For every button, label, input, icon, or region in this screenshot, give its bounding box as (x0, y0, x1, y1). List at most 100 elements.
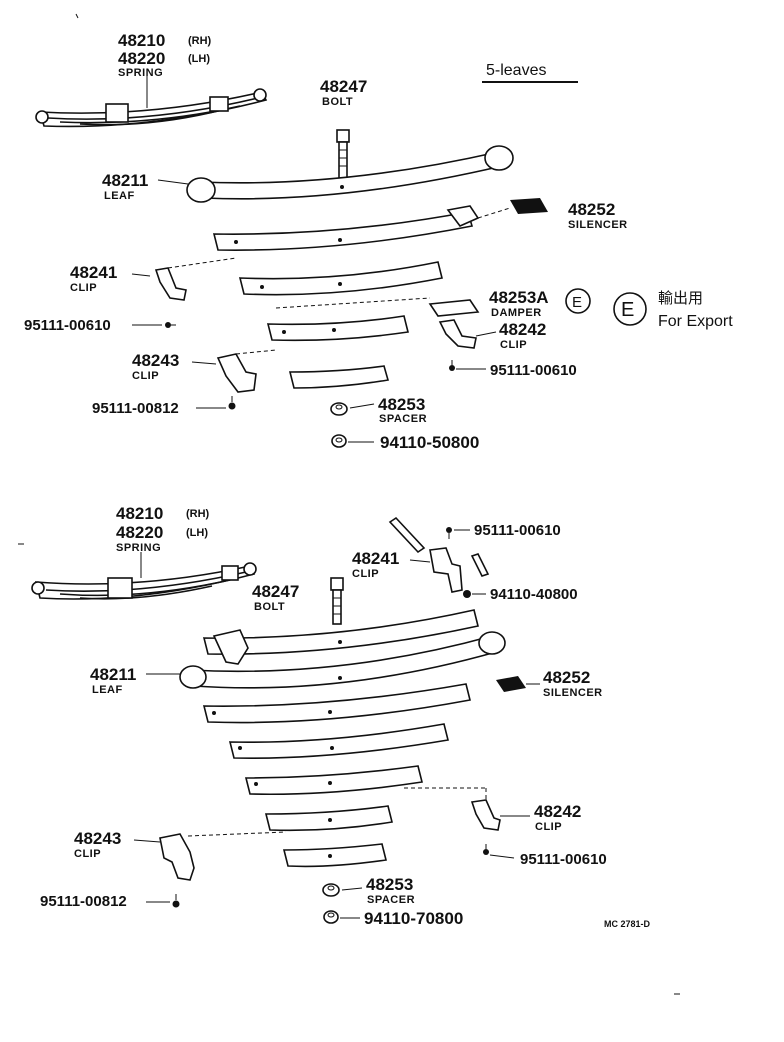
bottom-bolt-name: BOLT (254, 601, 285, 613)
top-nut-icon (331, 434, 347, 448)
bottom-leaf-number: 48211 (90, 665, 136, 684)
bottom-leaf-1-icon (202, 609, 479, 665)
top-silencer-number: 48252 (568, 200, 615, 219)
bottom-pin-icon (470, 553, 490, 577)
top-screw-b-number: 95111-00610 (490, 362, 577, 379)
top-bolt-icon (336, 129, 350, 181)
top-bolt-number: 48247 (320, 77, 367, 96)
bottom-spring-lh-side: (LH) (186, 527, 208, 539)
export-note-japanese: 輸出用 (658, 290, 703, 307)
top-clip-b-number: 48242 (499, 320, 546, 339)
top-silencer-name: SILENCER (568, 219, 628, 231)
top-leaf-2-icon (212, 205, 480, 251)
top-screw-a-number: 95111-00610 (24, 317, 111, 334)
bottom-leaf-5-icon (244, 765, 423, 796)
top-bolt-name: BOLT (322, 96, 353, 108)
top-spacer-number: 48253 (378, 395, 425, 414)
top-clip-c-icon (216, 353, 257, 393)
top-leaf-name: LEAF (104, 190, 135, 202)
bottom-clip-c-number: 48243 (74, 829, 121, 848)
bottom-screw-b-icon (483, 844, 489, 855)
bottom-nut-icon (323, 910, 339, 924)
bottom-clip-a-number: 48241 (352, 549, 399, 568)
top-clip-b-name: CLIP (500, 339, 527, 351)
top-damper-icon (428, 299, 480, 317)
bottom-screw-c-number: 95111-00812 (40, 893, 127, 910)
export-mark-letter: E (621, 299, 634, 321)
bottom-leaf-3-icon (202, 683, 471, 724)
top-leaf-4-icon (266, 315, 409, 342)
bottom-clip-c-name: CLIP (74, 848, 101, 860)
bottom-spacer-number: 48253 (366, 875, 413, 894)
bottom-leaf-name: LEAF (92, 684, 123, 696)
top-clip-c-name: CLIP (132, 370, 159, 382)
top-nut-number: 94110-50800 (380, 433, 479, 452)
top-screw-a-icon (165, 322, 176, 328)
bottom-spring-assembly-icon (31, 552, 257, 600)
export-note-english: For Export (658, 313, 733, 330)
export-note: E 輸出用 For Export (613, 290, 733, 330)
bottom-screw-b-number: 95111-00610 (520, 851, 607, 868)
top-silencer-icon (510, 198, 548, 214)
bottom-silencer-icon (496, 676, 526, 692)
export-mark-circle-icon (613, 292, 647, 326)
bottom-screw-c-icon (172, 894, 180, 908)
bottom-leaf-4-icon (228, 723, 449, 759)
bottom-clip-b-name: CLIP (535, 821, 562, 833)
top-spring-lh-side: (LH) (188, 53, 210, 65)
bottom-silencer-name: SILENCER (543, 687, 603, 699)
bottom-screw-top-number: 95111-00610 (474, 522, 561, 539)
top-clip-b-icon (438, 319, 477, 349)
top-spacer-icon (330, 402, 348, 416)
top-leaf-3-icon (238, 261, 443, 296)
top-spring-name: SPRING (118, 67, 163, 79)
top-damper-number: 48253A (489, 288, 549, 307)
top-leaf-5-icon (288, 365, 390, 389)
bottom-clip-a-name: CLIP (352, 568, 379, 580)
bottom-clip-b-icon (470, 799, 501, 831)
top-spring-assembly-icon (35, 76, 268, 128)
top-screw-c-number: 95111-00812 (92, 400, 179, 417)
top-spring-rh-number: 48210 (118, 31, 165, 50)
bottom-nut-number: 94110-70800 (364, 909, 463, 928)
bottom-bolt-icon (330, 577, 344, 625)
bottom-leaf-7-icon (282, 843, 387, 868)
top-clip-c-number: 48243 (132, 351, 179, 370)
top-main-leaf-icon (186, 145, 514, 203)
bottom-clip-a-icon (429, 547, 463, 593)
bottom-spring-rh-number: 48210 (116, 504, 163, 523)
bottom-long-bolt-icon (388, 516, 426, 554)
top-screw-b-icon (449, 360, 455, 371)
scan-speck (75, 13, 79, 19)
bottom-nut-top-number: 94110-40800 (490, 586, 578, 603)
bottom-clip-c-icon (159, 833, 195, 881)
top-screw-c-icon (228, 396, 236, 410)
bottom-spacer-name: SPACER (367, 894, 415, 906)
bottom-nut-top-icon (463, 590, 471, 598)
bottom-clip-b-number: 48242 (534, 802, 581, 821)
top-clip-a-number: 48241 (70, 263, 117, 282)
drawing-code: MC 2781-D (604, 919, 651, 929)
bottom-diagram: 48210 (RH) 48220 (LH) SPRING 95111-00610… (31, 504, 651, 929)
top-clip-a-icon (154, 267, 187, 301)
bottom-spring-name: SPRING (116, 542, 161, 554)
top-spring-rh-side: (RH) (188, 35, 212, 47)
top-damper-export-mark: E (572, 294, 582, 311)
top-diagram: 48210 (RH) 48220 (LH) SPRING 48247 BOLT … (24, 31, 628, 452)
bottom-leaf-6-icon (264, 805, 393, 832)
top-damper-export-mark-icon (565, 288, 591, 314)
title-five-leaves: 5-leaves (486, 62, 546, 79)
bottom-spring-rh-side: (RH) (186, 508, 210, 520)
bottom-main-leaf-icon (179, 631, 506, 689)
bottom-spring-lh-number: 48220 (116, 523, 163, 542)
bottom-spacer-icon (322, 883, 340, 897)
top-damper-name: DAMPER (491, 307, 542, 319)
bottom-silencer-number: 48252 (543, 668, 590, 687)
bottom-bolt-number: 48247 (252, 582, 299, 601)
bottom-screw-top-icon (446, 527, 452, 539)
top-leaf-number: 48211 (102, 171, 148, 190)
top-spacer-name: SPACER (379, 413, 427, 425)
top-clip-a-name: CLIP (70, 282, 97, 294)
top-spring-lh-number: 48220 (118, 49, 165, 68)
